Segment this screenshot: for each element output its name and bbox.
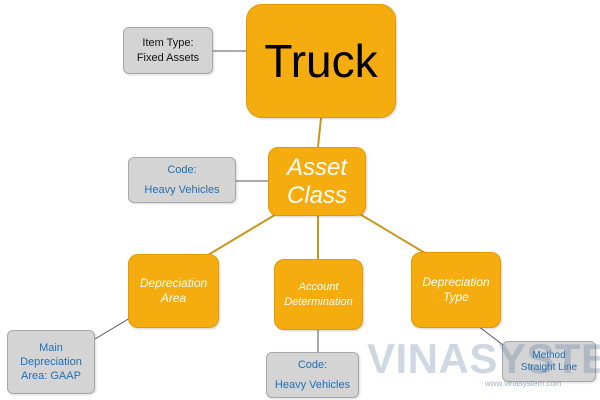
main-depreciation-line3: Area: GAAP xyxy=(21,370,81,382)
method-note: Method Straight Line xyxy=(502,341,596,382)
connector-asset-depreciation-area xyxy=(202,212,279,259)
truck-node: Truck xyxy=(246,4,396,118)
account-determination-label-line1: Account xyxy=(298,280,339,293)
depreciation-type-label-line2: Type xyxy=(443,290,469,304)
asset-class-code-line2: Heavy Vehicles xyxy=(144,184,220,196)
main-depreciation-line2: Depreciation xyxy=(20,356,82,368)
asset-class-node: Asset Class xyxy=(268,147,366,216)
depreciation-area-node: Depreciation Area xyxy=(128,254,219,328)
watermark-url: www.vinasystem.com xyxy=(485,379,562,388)
depreciation-area-label-line1: Depreciation xyxy=(139,276,208,290)
connector-asset-depreciation-type xyxy=(357,212,431,257)
account-code-line1: Code: xyxy=(297,359,328,371)
watermark-logo-text: VINASYSTEM xyxy=(367,335,600,382)
method-line2: Straight Line xyxy=(520,361,578,373)
account-code-line2: Heavy Vehicles xyxy=(274,379,351,391)
asset-class-code-line1: Code: xyxy=(167,164,197,176)
depreciation-type-node: Depreciation Type xyxy=(411,252,501,328)
main-depreciation-line1: Main xyxy=(39,342,63,354)
method-line1: Method xyxy=(532,349,566,361)
vinasystem-watermark: VINASYSTEM www.vinasystem.com xyxy=(367,335,600,399)
account-code-note: Code: Heavy Vehicles xyxy=(266,352,359,398)
item-type-note: Item Type: Fixed Assets xyxy=(123,27,213,74)
item-type-line2: Fixed Assets xyxy=(136,51,200,64)
connector-truck-asset xyxy=(317,117,322,148)
connector-main-depreciation xyxy=(94,317,131,340)
account-determination-label-line2: Determination xyxy=(284,295,353,308)
truck-label: Truck xyxy=(264,35,378,87)
depreciation-type-label-line1: Depreciation xyxy=(422,275,490,289)
asset-class-label-line2: Class xyxy=(286,181,347,209)
asset-class-code-note: Code: Heavy Vehicles xyxy=(128,157,236,203)
asset-class-label-line1: Asset xyxy=(286,153,348,181)
depreciation-area-label-line2: Area xyxy=(160,291,187,305)
item-type-line1: Item Type: xyxy=(142,36,194,49)
account-determination-node: Account Determination xyxy=(274,259,363,330)
main-depreciation-area-note: Main Depreciation Area: GAAP xyxy=(7,330,95,394)
